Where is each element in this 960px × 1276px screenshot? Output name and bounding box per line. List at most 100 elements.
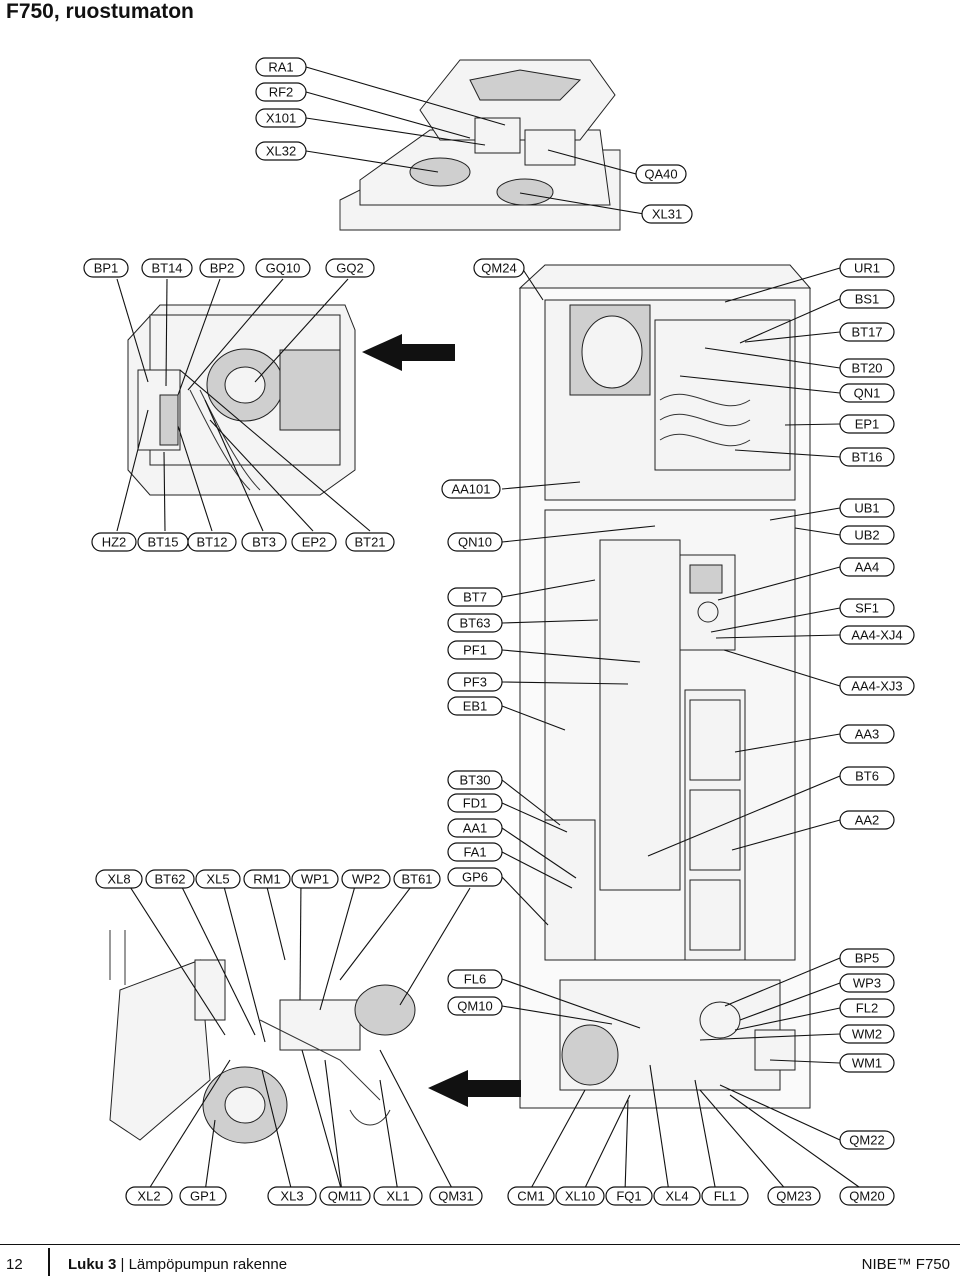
label-FA1: FA1	[447, 842, 503, 862]
svg-text:QM23: QM23	[776, 1189, 811, 1204]
footer-rule	[0, 1244, 960, 1245]
svg-text:CM1: CM1	[517, 1189, 544, 1204]
label-BT63: BT63	[447, 613, 503, 633]
svg-text:EP2: EP2	[302, 535, 327, 550]
label-XL10: XL10	[555, 1186, 605, 1206]
label-FD1: FD1	[447, 793, 503, 813]
label-BT17: BT17	[839, 322, 895, 342]
label-GP1: GP1	[179, 1186, 227, 1206]
svg-text:BS1: BS1	[855, 292, 880, 307]
svg-text:QM24: QM24	[481, 261, 516, 276]
svg-text:QN1: QN1	[854, 386, 881, 401]
svg-text:AA4: AA4	[855, 560, 880, 575]
svg-text:XL8: XL8	[107, 872, 130, 887]
svg-text:UB1: UB1	[854, 501, 879, 516]
label-BT7: BT7	[447, 587, 503, 607]
svg-text:GP6: GP6	[462, 870, 488, 885]
label-BP2: BP2	[199, 258, 245, 278]
label-AA101: AA101	[441, 479, 501, 499]
label-BT21: BT21	[345, 532, 395, 552]
label-PF3: PF3	[447, 672, 503, 692]
label-BT3: BT3	[241, 532, 287, 552]
svg-text:BT3: BT3	[252, 535, 276, 550]
arrow-left-lower	[428, 1070, 521, 1107]
svg-text:XL5: XL5	[206, 872, 229, 887]
page-title: F750, ruostumaton	[6, 0, 194, 23]
brand-name: NIBE™ F750	[861, 1256, 950, 1273]
label-RA1: RA1	[255, 57, 307, 77]
label-XL32: XL32	[255, 141, 307, 161]
svg-text:AA3: AA3	[855, 727, 880, 742]
svg-text:EB1: EB1	[463, 699, 488, 714]
svg-text:QM10: QM10	[457, 999, 492, 1014]
svg-text:XL31: XL31	[652, 207, 682, 222]
top-cover-illustration	[339, 59, 621, 231]
label-AA4-XJ3: AA4-XJ3	[839, 676, 915, 696]
svg-text:BT6: BT6	[855, 769, 879, 784]
chapter-heading: Luku 3 | Lämpöpumpun rakenne	[68, 1256, 287, 1273]
label-FL1: FL1	[701, 1186, 749, 1206]
cabinet-illustration	[518, 264, 812, 1109]
svg-text:BT63: BT63	[459, 616, 490, 631]
label-UB1: UB1	[839, 498, 895, 518]
svg-text:WP1: WP1	[301, 872, 329, 887]
label-WP2: WP2	[341, 869, 391, 889]
label-BT14: BT14	[141, 258, 193, 278]
svg-text:RF2: RF2	[269, 85, 294, 100]
label-UB2: UB2	[839, 525, 895, 545]
label-BT20: BT20	[839, 358, 895, 378]
svg-text:FQ1: FQ1	[616, 1189, 641, 1204]
label-QM20: QM20	[839, 1186, 895, 1206]
label-UR1: UR1	[839, 258, 895, 278]
label-QM22: QM22	[839, 1130, 895, 1150]
svg-text:UR1: UR1	[854, 261, 880, 276]
svg-text:X101: X101	[266, 111, 296, 126]
svg-text:AA1: AA1	[463, 821, 488, 836]
label-XL3: XL3	[267, 1186, 317, 1206]
label-HZ2: HZ2	[91, 532, 137, 552]
label-EB1: EB1	[447, 696, 503, 716]
label-WM1: WM1	[839, 1053, 895, 1073]
svg-text:EP1: EP1	[855, 417, 880, 432]
svg-text:AA101: AA101	[451, 482, 490, 497]
component-diagram: RA1 RF2 X101 XL32 QA40 XL31 BP1 BT14 BP2…	[83, 57, 915, 1206]
pipe-assembly-illustration	[109, 930, 416, 1144]
label-QM10: QM10	[447, 996, 503, 1016]
label-XL2: XL2	[125, 1186, 173, 1206]
svg-text:XL1: XL1	[386, 1189, 409, 1204]
svg-text:WM2: WM2	[852, 1027, 882, 1042]
svg-text:BP5: BP5	[855, 951, 880, 966]
svg-text:SF1: SF1	[855, 601, 879, 616]
svg-text:XL4: XL4	[665, 1189, 688, 1204]
svg-text:XL10: XL10	[565, 1189, 595, 1204]
svg-text:QM31: QM31	[438, 1189, 473, 1204]
label-XL31: XL31	[641, 204, 693, 224]
svg-text:GQ2: GQ2	[336, 261, 363, 276]
label-X101: X101	[255, 108, 307, 128]
svg-text:XL32: XL32	[266, 144, 296, 159]
label-FL6: FL6	[447, 969, 503, 989]
svg-text:AA4-XJ4: AA4-XJ4	[851, 628, 902, 643]
svg-text:QM22: QM22	[849, 1133, 884, 1148]
chapter-title: Lämpöpumpun rakenne	[128, 1256, 288, 1273]
svg-text:BT62: BT62	[154, 872, 185, 887]
svg-text:BT20: BT20	[851, 361, 882, 376]
labels: RA1 RF2 X101 XL32 QA40 XL31 BP1 BT14 BP2…	[83, 57, 915, 1206]
svg-text:GQ10: GQ10	[266, 261, 301, 276]
svg-text:BP2: BP2	[210, 261, 235, 276]
label-QA40: QA40	[635, 164, 687, 184]
compressor-module-illustration	[127, 304, 356, 496]
chapter-separator: |	[120, 1256, 125, 1273]
svg-text:QM20: QM20	[849, 1189, 884, 1204]
svg-text:BT17: BT17	[851, 325, 882, 340]
label-QM11: QM11	[319, 1186, 371, 1206]
label-BT16: BT16	[839, 447, 895, 467]
svg-text:FA1: FA1	[463, 845, 486, 860]
svg-text:FL6: FL6	[464, 972, 486, 987]
page-number: 12	[6, 1256, 23, 1273]
svg-text:FL1: FL1	[714, 1189, 736, 1204]
page-footer: 12 Luku 3 | Lämpöpumpun rakenne NIBE™ F7…	[0, 1240, 960, 1276]
label-SF1: SF1	[839, 598, 895, 618]
svg-text:AA2: AA2	[855, 813, 880, 828]
svg-text:BP1: BP1	[94, 261, 119, 276]
